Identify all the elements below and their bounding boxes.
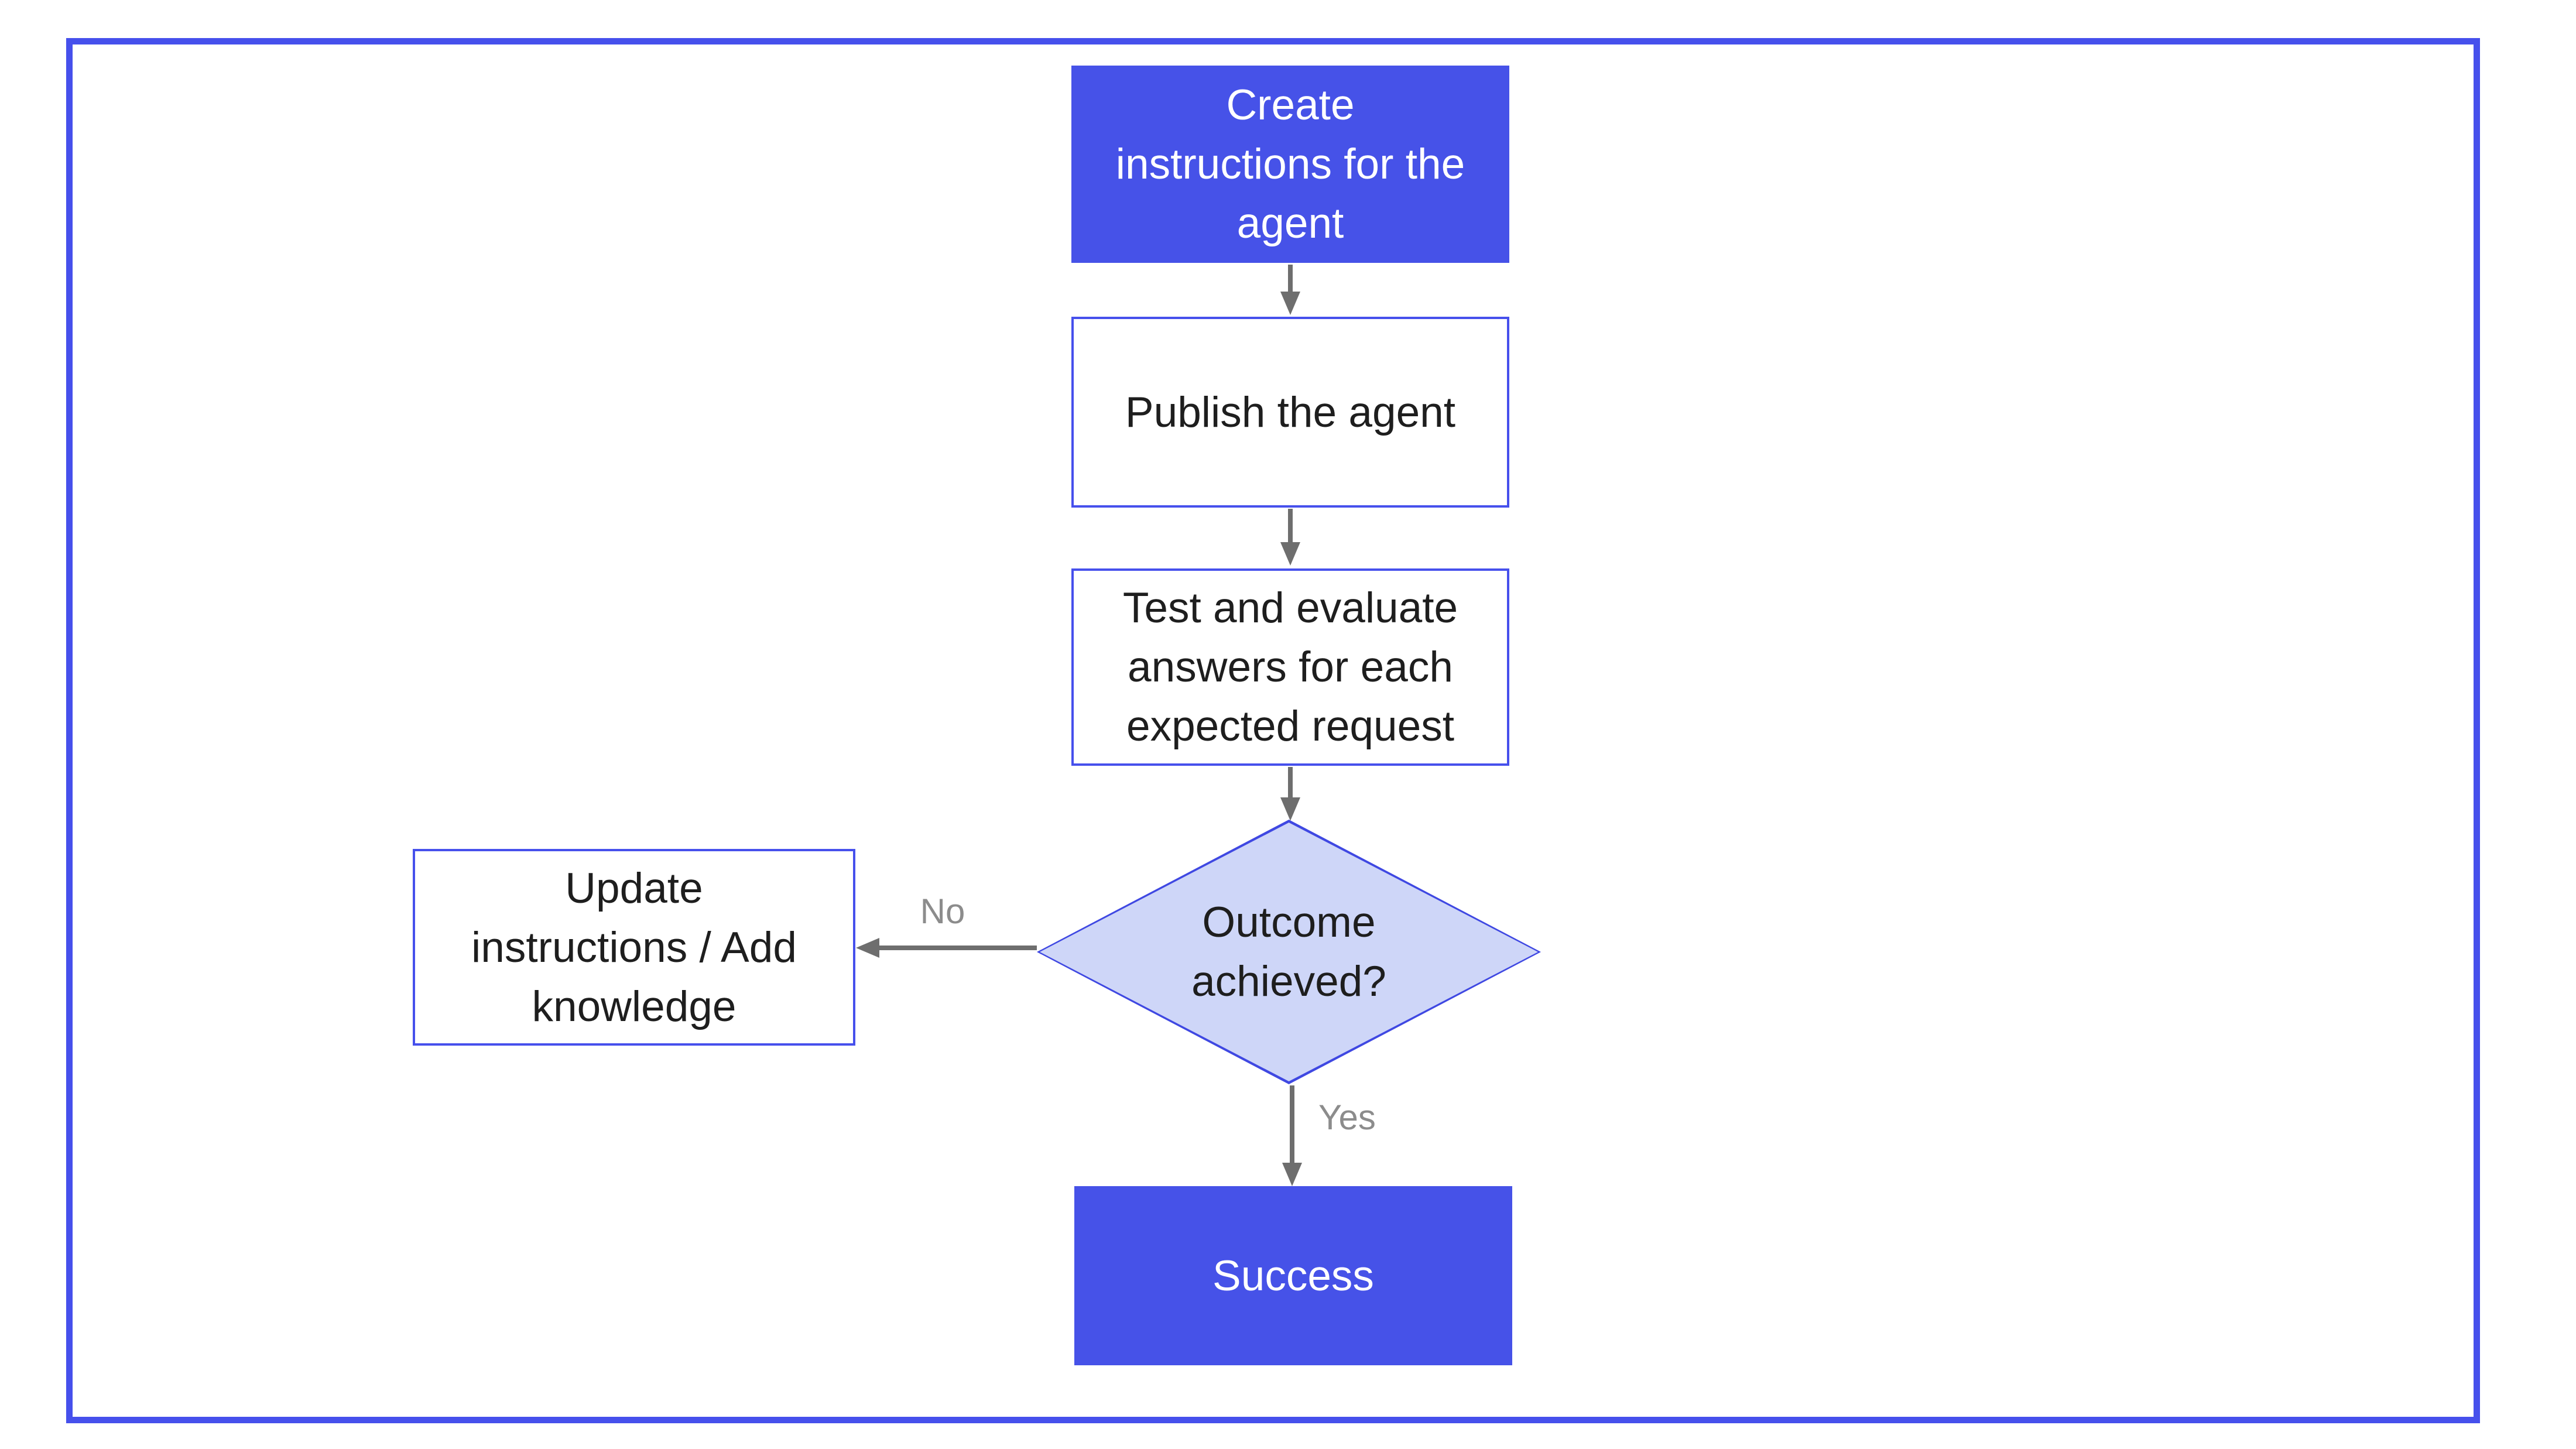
- arrow-head-icon: [856, 938, 879, 958]
- edge-label-no: No: [920, 892, 965, 931]
- arrow-line: [1290, 1085, 1294, 1165]
- arrow-head-icon: [1280, 292, 1300, 315]
- node-success: Success: [1074, 1186, 1512, 1365]
- arrow-head-icon: [1280, 797, 1300, 821]
- arrow-line: [1288, 265, 1293, 295]
- arrow-line: [1288, 509, 1293, 543]
- arrow-line: [1288, 767, 1293, 799]
- node-test-evaluate: Test and evaluate answers for each expec…: [1071, 568, 1509, 766]
- outer-frame: [66, 38, 2480, 1423]
- decision-label: Outcome achieved?: [1191, 899, 1386, 1005]
- node-update-instructions: Update instructions / Add knowledge: [413, 849, 855, 1046]
- node-outcome-decision: Outcome achieved?: [1037, 820, 1541, 1084]
- arrow-head-icon: [1282, 1163, 1302, 1186]
- arrow-line: [877, 946, 1037, 950]
- node-publish-agent: Publish the agent: [1071, 317, 1509, 508]
- arrow-head-icon: [1280, 542, 1300, 566]
- edge-label-yes: Yes: [1318, 1098, 1376, 1137]
- node-create-instructions: Create instructions for the agent: [1071, 66, 1509, 263]
